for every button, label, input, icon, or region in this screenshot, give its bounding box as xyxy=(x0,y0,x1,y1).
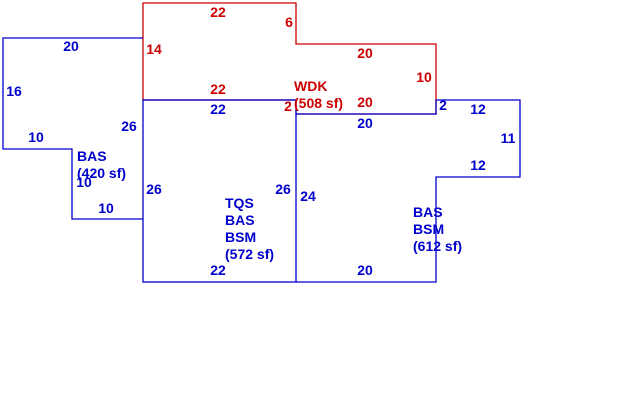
bsm612-step-dimension: 2 xyxy=(439,97,447,113)
tqs-bottom-dimension: 22 xyxy=(210,262,226,278)
bas420-area-label: (420 sf) xyxy=(77,165,126,181)
tqs-bsm-label: BSM xyxy=(225,229,256,245)
bas420-left-dimension: 16 xyxy=(6,83,22,99)
wdk-left-dimension: 14 xyxy=(146,41,162,57)
wdk-notch-dimension: 6 xyxy=(285,14,293,30)
bsm612-bsm-label: BSM xyxy=(413,221,444,237)
wdk-upper-right-dimension: 20 xyxy=(357,45,373,61)
bas420-bottom-dimension: 10 xyxy=(28,129,44,145)
bsm612-bas-label: BAS xyxy=(413,204,443,220)
bas420-outline xyxy=(2,37,143,220)
bsm612-bottom-dimension: 20 xyxy=(357,262,373,278)
wdk-area-label: (508 sf) xyxy=(294,95,343,111)
tqs-outline xyxy=(142,99,297,283)
wdk-bottom-left-dimension: 22 xyxy=(210,81,226,97)
bas420-name-label: BAS xyxy=(77,148,107,164)
bas420-lower-dimension: 10 xyxy=(98,200,114,216)
bsm612-top-dimension: 20 xyxy=(357,115,373,131)
tqs-top-dimension: 22 xyxy=(210,101,226,117)
tqs-name-label: TQS xyxy=(225,195,254,211)
bsm612-bump-right-dimension: 11 xyxy=(501,130,516,146)
wdk-bottom-mid-dimension: 20 xyxy=(357,94,373,110)
tqs-right-dimension: 26 xyxy=(275,181,291,197)
tqs-area-label: (572 sf) xyxy=(225,246,274,262)
wdk-right-dimension: 10 xyxy=(416,69,432,85)
bas420-right-upper-dimension: 26 xyxy=(121,118,137,134)
bsm612-left-dimension: 24 xyxy=(300,188,316,204)
bas420-top-dimension: 20 xyxy=(63,38,79,54)
wdk-step-dimension: 2 xyxy=(284,98,292,114)
wdk-name-label: WDK xyxy=(294,78,327,94)
tqs-left-dimension: 26 xyxy=(146,181,162,197)
bsm612-area-label: (612 sf) xyxy=(413,238,462,254)
wdk-top-dimension: 22 xyxy=(210,4,226,20)
bsm612-outline xyxy=(296,99,521,283)
tqs-bas-label: BAS xyxy=(225,212,255,228)
bsm612-bump-top-dimension: 12 xyxy=(470,101,486,117)
bsm612-bump-bottom-dimension: 12 xyxy=(470,157,486,173)
bas420-inner-dimension: 10 xyxy=(76,174,92,190)
